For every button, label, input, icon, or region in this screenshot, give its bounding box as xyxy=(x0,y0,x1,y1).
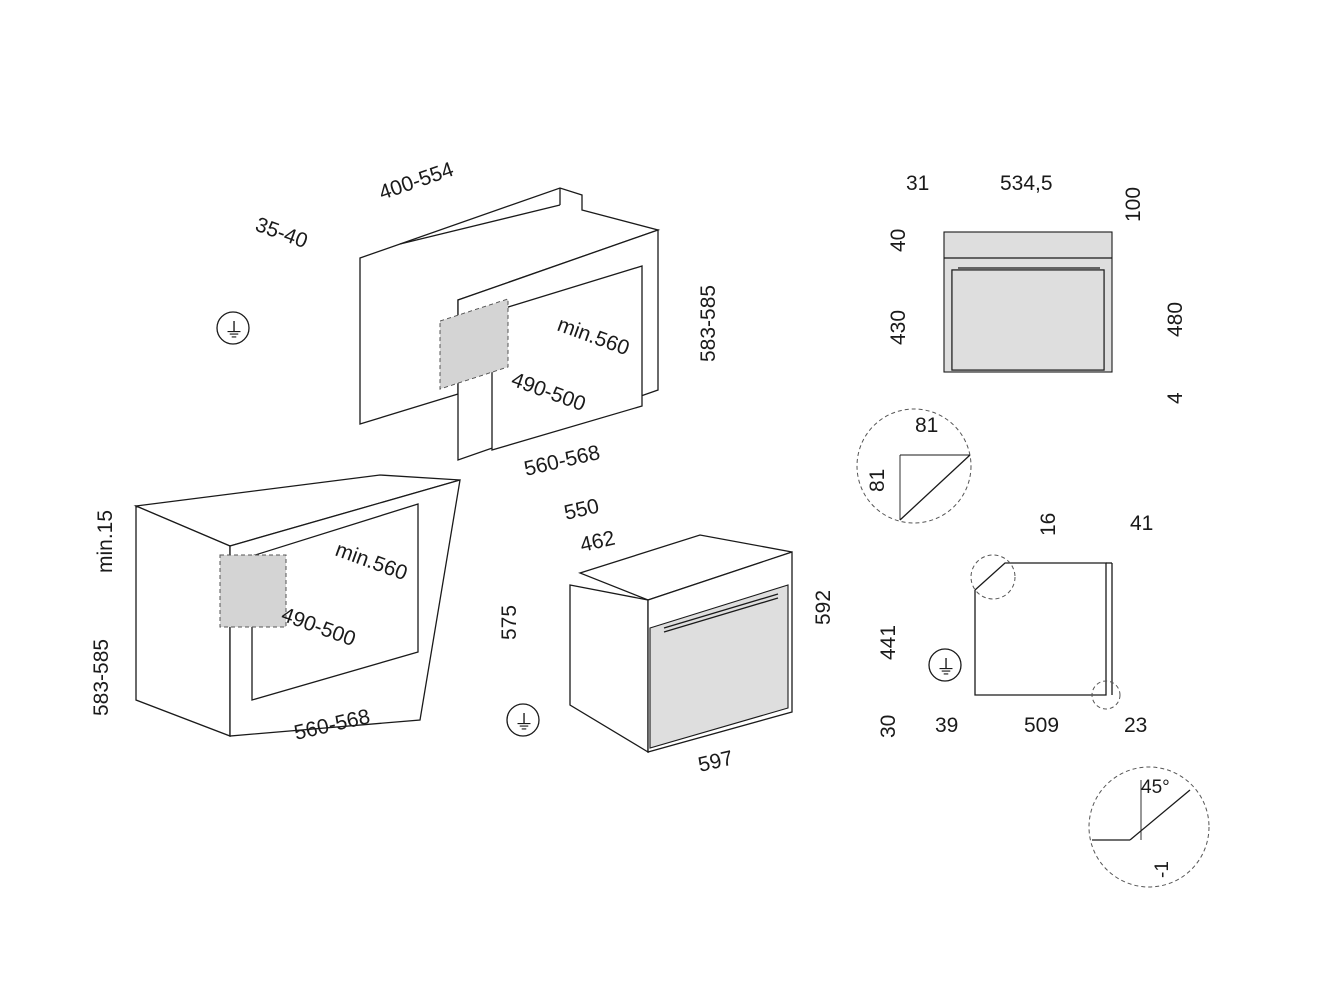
detail-top-circle xyxy=(970,554,1016,600)
svg-text:⏚: ⏚ xyxy=(224,320,244,342)
side-depth-label: 509 xyxy=(1024,714,1059,737)
side-view xyxy=(970,554,1121,710)
front-view xyxy=(943,231,1113,373)
plug-icon: ⏚ xyxy=(216,311,250,345)
wall-width-label: 560-568 xyxy=(522,441,602,481)
plug-icon: ⏚ xyxy=(506,703,540,737)
oven-front-width-label: 597 xyxy=(696,747,735,777)
under-height-label: 583-585 xyxy=(90,639,113,716)
side-height-label: 441 xyxy=(877,625,900,660)
front-bottom-gap-label: 4 xyxy=(1164,392,1187,404)
front-panel-height-label: 40 xyxy=(887,229,910,252)
base-socket-zone xyxy=(219,554,287,628)
side-angle-label: 45° xyxy=(1141,777,1170,798)
side-door-thickness-label: 41 xyxy=(1130,512,1153,535)
side-chamfer-w-label: 81 xyxy=(915,414,938,437)
wall-cabinet xyxy=(359,187,661,461)
wall-back-gap-label: 35-40 xyxy=(252,213,310,253)
detail-bottom-circle xyxy=(1091,680,1121,710)
wall-height-label: 583-585 xyxy=(697,285,720,362)
side-angle-offset-label: -1 xyxy=(1152,861,1173,878)
detail-chamfer xyxy=(856,408,972,524)
front-total-height-label: 480 xyxy=(1164,302,1187,337)
detail-angle xyxy=(1088,766,1210,888)
oven-front-height-label: 592 xyxy=(812,590,835,625)
plug-icon: ⏚ xyxy=(928,648,962,682)
side-base-height-label: 30 xyxy=(877,715,900,738)
front-side-margin-label: 31 xyxy=(906,172,929,195)
front-body-height-label: 430 xyxy=(887,310,910,345)
oven-body-height-label: 575 xyxy=(498,605,521,640)
wall-depth-label: 400-554 xyxy=(376,158,457,205)
side-top-step-label: 16 xyxy=(1037,513,1060,536)
side-chamfer-h-label: 81 xyxy=(866,469,889,492)
side-rear-offset-label: 39 xyxy=(935,714,958,737)
front-inner-width-label: 534,5 xyxy=(1000,172,1053,195)
under-min-top-label: min.15 xyxy=(94,510,117,573)
oven-3d xyxy=(569,534,793,754)
svg-text:⏚: ⏚ xyxy=(514,712,534,734)
svg-text:⏚: ⏚ xyxy=(936,657,956,679)
oven-depth-label: 550 xyxy=(562,495,601,525)
side-front-offset-label: 23 xyxy=(1124,714,1147,737)
oven-body-depth-label: 462 xyxy=(578,527,617,557)
base-cabinet xyxy=(133,474,461,737)
front-top-clearance-label: 100 xyxy=(1122,187,1145,222)
wall-socket-zone xyxy=(439,298,509,390)
